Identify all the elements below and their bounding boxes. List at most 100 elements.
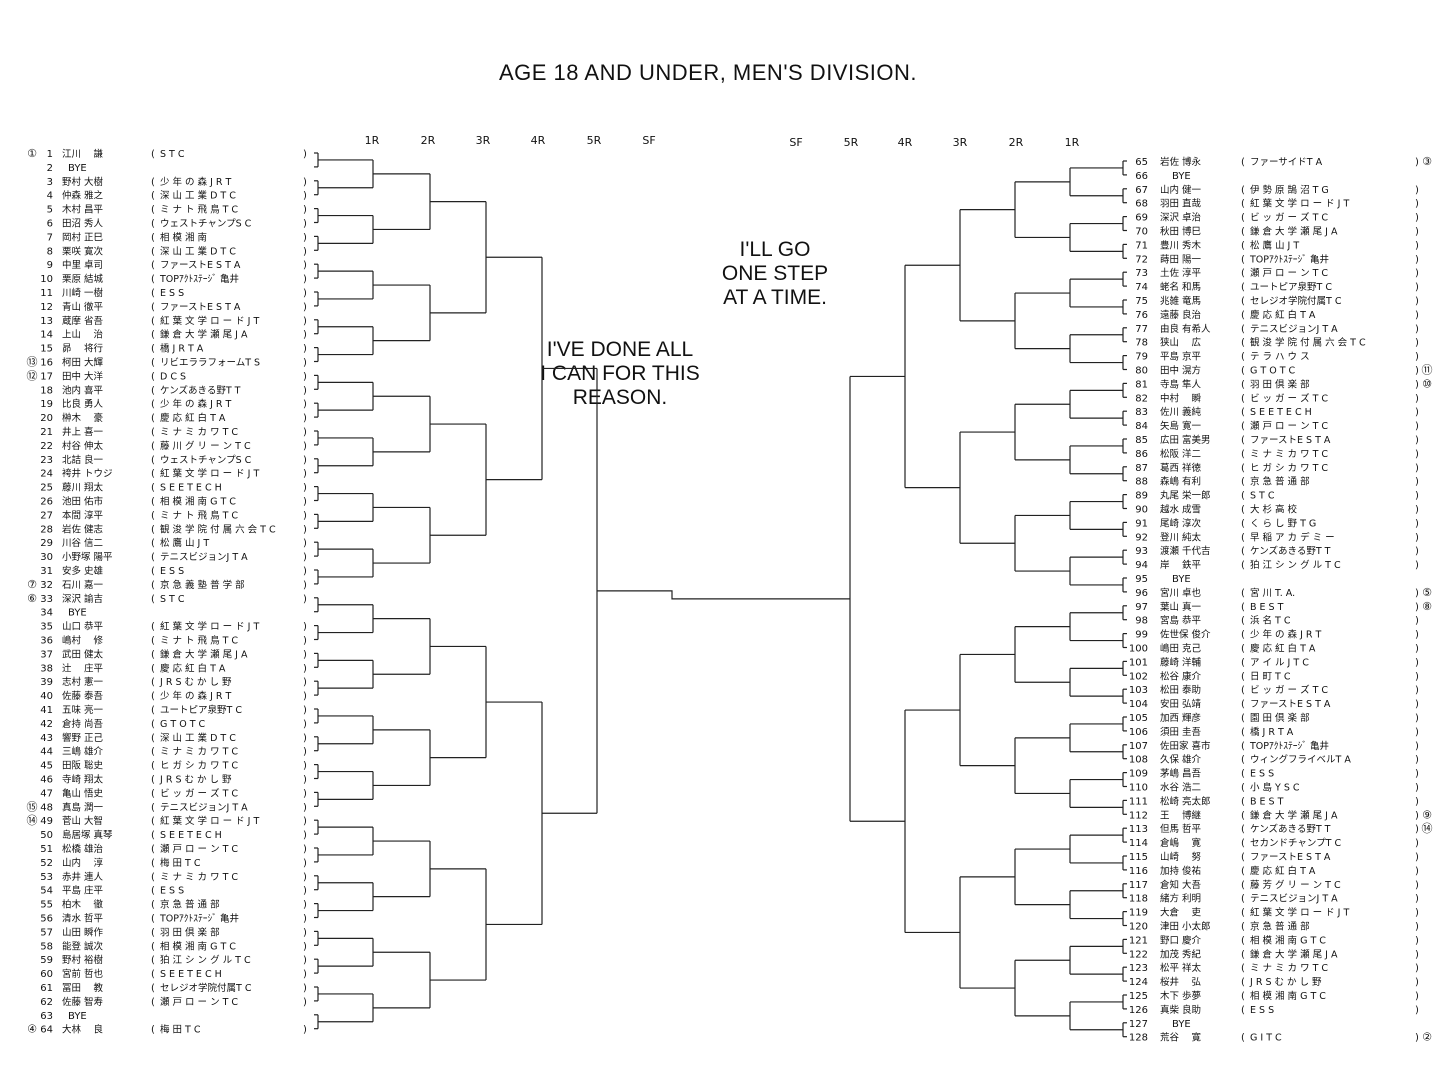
entry-club-name: 橋 J R T A <box>160 343 204 355</box>
entry-player-name: 松田 泰助 <box>1160 684 1201 696</box>
seed-badge: ⑮ <box>27 800 38 813</box>
entry-club-open: ( <box>151 1025 155 1036</box>
entry-number: 47 <box>40 788 53 799</box>
entry-number: 77 <box>1135 324 1148 335</box>
entry-player-name: 比良 勇人 <box>62 398 104 410</box>
entry-number: 38 <box>40 663 53 674</box>
entry-club-close: ) <box>303 649 307 660</box>
entry-player-name: 広田 富美男 <box>1160 434 1211 446</box>
entry-club-name: G T O T C <box>1250 366 1296 377</box>
entry-player-name: 宮前 哲也 <box>62 968 104 980</box>
entry-player-name: 嶋村 修 <box>62 635 104 647</box>
entry-player-name: 藤川 翔太 <box>62 482 104 494</box>
entry-number: 32 <box>40 580 53 591</box>
entry-number: 128 <box>1129 1033 1148 1044</box>
entry-club-name: ミ ナ ト 飛 鳥 T C <box>160 509 238 521</box>
entry-club-open: ( <box>151 274 155 285</box>
entry-club-close: ) <box>1415 199 1419 210</box>
entry-player-name: 豊川 秀木 <box>1160 239 1202 251</box>
entry-club-open: ( <box>151 344 155 355</box>
entry-player-name: 茅嶋 昌吾 <box>1160 768 1202 780</box>
entry-club-name: 紅 葉 文 学 ロ ー ド J T <box>160 315 259 327</box>
entry-club-name: G I T C <box>1250 1033 1282 1044</box>
entry-club-close: ) <box>303 552 307 563</box>
entry-club-name: E S S <box>1250 1005 1274 1016</box>
entry-player-name: 山内 淳 <box>62 857 104 869</box>
seed-badge: ⑨ <box>1422 808 1432 821</box>
entry-player-name: 真柴 良助 <box>1160 1004 1201 1016</box>
entry-player-name: 秋田 博巳 <box>1160 226 1201 238</box>
entry-player-name: 榊木 豪 <box>62 412 103 424</box>
entry-club-name: 日 町 T C <box>1250 671 1291 682</box>
entry-club-open: ( <box>1241 616 1245 627</box>
entry-club-close: ) <box>1415 644 1419 655</box>
entry-number: 18 <box>40 385 53 396</box>
entry-number: 85 <box>1135 435 1148 446</box>
entry-number: 22 <box>40 441 53 452</box>
entry-club-open: ( <box>151 232 155 243</box>
entry-player-name: 加西 輝彦 <box>1160 712 1201 724</box>
entry-player-name: 土佐 淳平 <box>1160 267 1202 279</box>
entry-club-close: ) <box>303 802 307 813</box>
entry-club-close: ) <box>1415 755 1419 766</box>
entry-number: 100 <box>1129 644 1148 655</box>
entry-club-close: ) <box>303 246 307 257</box>
entry-club-close: ) <box>1415 963 1419 974</box>
entry-player-name: 能登 誠次 <box>62 940 104 952</box>
entry-player-name: 上山 治 <box>62 329 103 341</box>
round-label-left-2r: 2R <box>421 134 436 147</box>
entry-club-open: ( <box>1241 366 1245 377</box>
entry-club-open: ( <box>1241 963 1245 974</box>
entry-club-open: ( <box>1241 685 1245 696</box>
entry-number: 66 <box>1135 171 1148 182</box>
entry-player-name: 越水 成雪 <box>1160 504 1201 516</box>
entry-club-close: ) <box>1415 977 1419 988</box>
round-label-right-5r: 5R <box>844 136 859 149</box>
entry-club-close: ) <box>303 483 307 494</box>
entry-club-name: S E E T E C H <box>1250 407 1312 418</box>
entry-club-open: ( <box>151 761 155 772</box>
entry-club-close: ) <box>303 205 307 216</box>
entry-player-name: 佐田家 喜市 <box>1160 740 1211 752</box>
entry-number: 105 <box>1129 713 1148 724</box>
entry-player-name: 緒方 利明 <box>1160 893 1201 905</box>
entry-player-name: 岩佐 博永 <box>1160 156 1202 168</box>
entry-club-name: 紅 葉 文 学 ロ ー ド J T <box>1250 198 1349 210</box>
entry-number: 103 <box>1129 685 1148 696</box>
entry-club-close: ) <box>1415 1005 1419 1016</box>
entry-club-name: 狛 江 シ ン グ ル T C <box>160 954 251 966</box>
entry-club-name: 紅 葉 文 学 ロ ー ド J T <box>160 468 259 480</box>
entry-player-name: 大林 良 <box>62 1024 104 1036</box>
entry-number: 122 <box>1129 949 1148 960</box>
entry-club-close: ) <box>303 747 307 758</box>
entry-club-name: S E E T E C H <box>160 969 222 980</box>
entry-club-open: ( <box>151 816 155 827</box>
entry-club-close: ) <box>1415 435 1419 446</box>
entry-number: 113 <box>1129 824 1148 835</box>
round-label-right-3r: 3R <box>953 136 968 149</box>
entry-player-name: 村谷 伸太 <box>62 440 104 452</box>
entry-number: 24 <box>40 469 53 480</box>
entry-club-open: ( <box>1241 352 1245 363</box>
entry-number: 64 <box>40 1025 53 1036</box>
entry-club-open: ( <box>151 636 155 647</box>
entry-club-open: ( <box>151 622 155 633</box>
entry-club-name: 慶 応 紅 白 T A <box>160 412 226 424</box>
entry-club-open: ( <box>1241 282 1245 293</box>
entry-player-name: 柯田 大輝 <box>62 357 104 369</box>
entry-number: 108 <box>1129 755 1148 766</box>
entry-number: 26 <box>40 497 53 508</box>
entry-club-name: テ ラ ハ ウ ス <box>1250 352 1310 363</box>
entry-club-close: ) <box>303 316 307 327</box>
entry-player-name: 五味 亮一 <box>62 704 104 716</box>
entry-club-name: 観 浚 学 院 付 属 六 会 T C <box>160 523 276 535</box>
entry-player-name: 山田 瞬作 <box>62 926 104 938</box>
entry-player-name: 安多 史雄 <box>62 565 104 577</box>
entry-club-open: ( <box>1241 254 1245 265</box>
entry-player-name: 田中 滉方 <box>1160 365 1201 377</box>
entry-player-name: 野村 裕樹 <box>62 954 104 966</box>
entry-club-open: ( <box>151 246 155 257</box>
entry-number: 123 <box>1129 963 1148 974</box>
entry-club-close: ) <box>1415 866 1419 877</box>
entry-club-open: ( <box>151 719 155 730</box>
